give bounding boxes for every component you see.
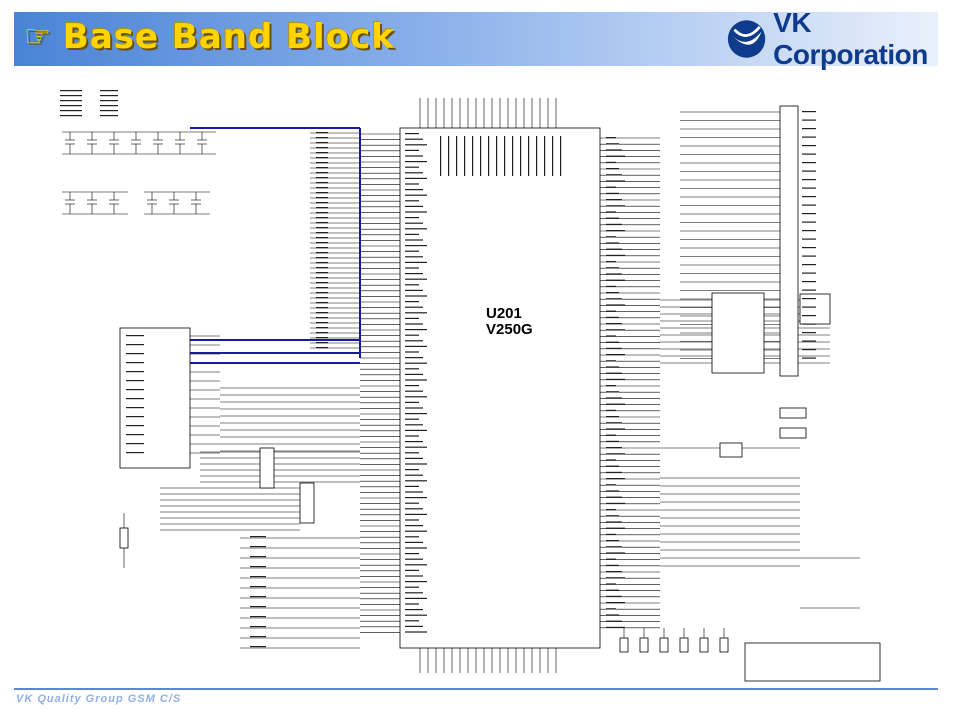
chip-ref: U201 (486, 305, 522, 322)
company-logo: VK Corporation (726, 7, 960, 70)
baseband-schematic: U201 V250G (60, 90, 881, 682)
header-band (14, 12, 938, 66)
footer-text: VK Quality Group GSM C/S (16, 693, 182, 705)
pointing-hand-icon: ☞ (24, 19, 51, 54)
slide-title-text: Base Band Block (62, 17, 395, 57)
footer-divider (14, 688, 938, 690)
vk-logo-icon (727, 20, 766, 58)
slide-title: ☞ Base Band Block (24, 16, 395, 58)
logo-text: VK Corporation (773, 7, 928, 70)
chip-part: V250G (486, 321, 533, 338)
